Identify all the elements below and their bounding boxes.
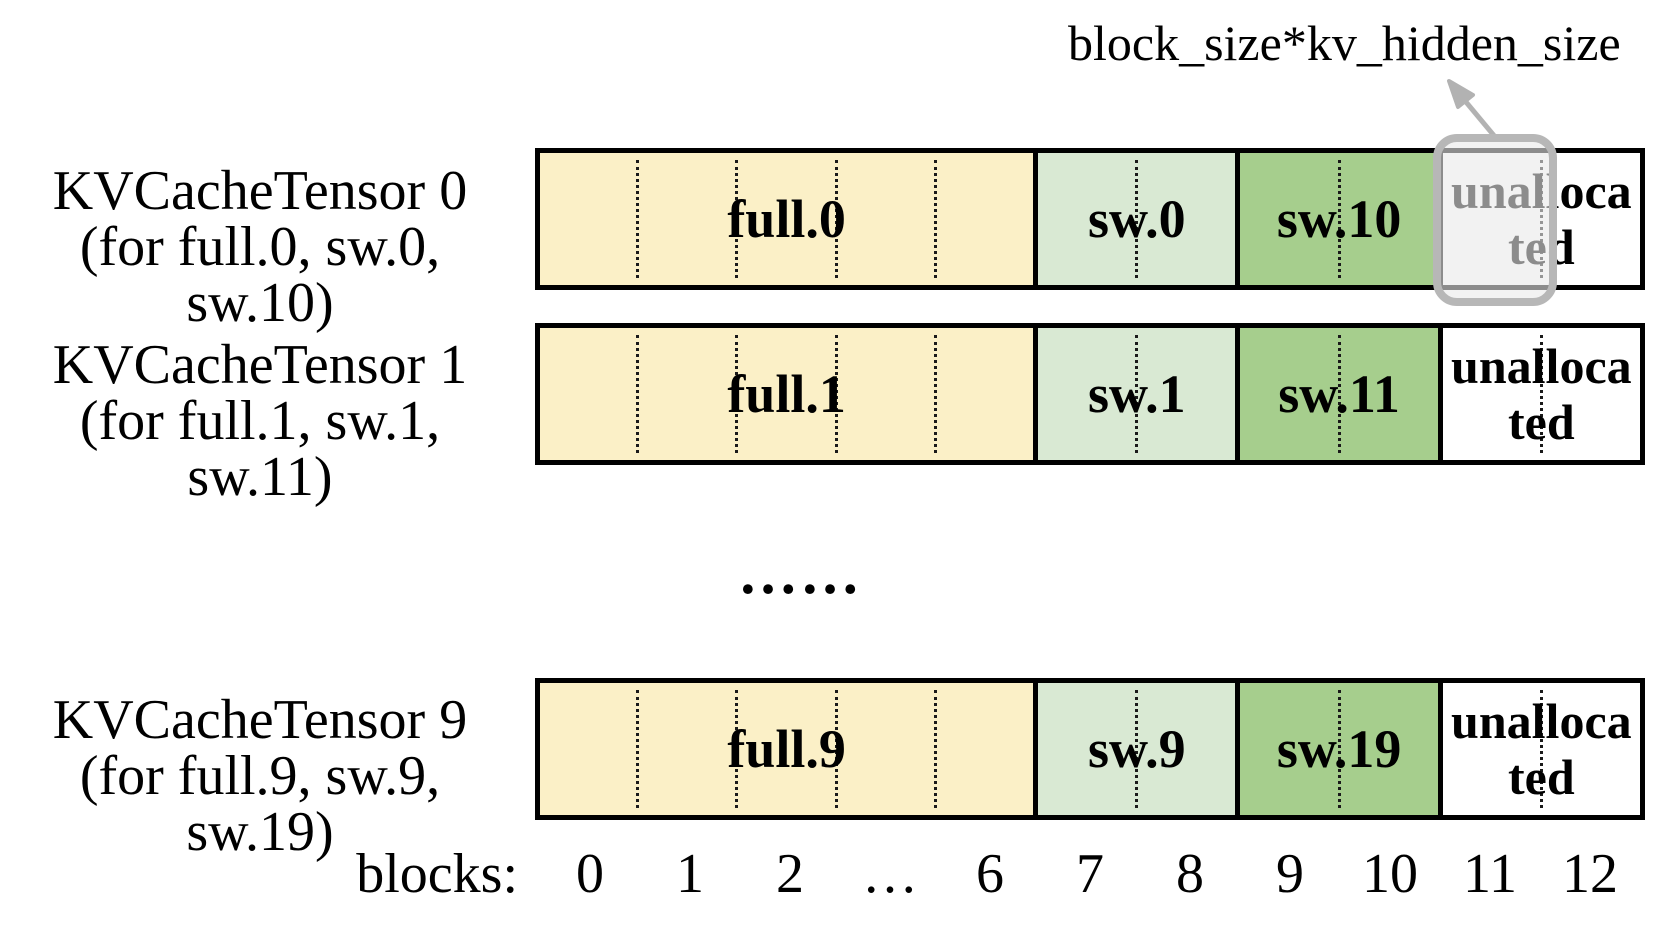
tensor-9-subtitle: (for full.9, sw.9, sw.19) [79, 745, 441, 863]
block-grid [540, 683, 1033, 815]
axis-tick: 8 [1176, 843, 1204, 905]
blocks-axis-label: blocks: [356, 843, 518, 905]
block-grid [1038, 328, 1235, 460]
tensor-0-title: KVCacheTensor 0 [52, 160, 468, 222]
tensor-9-segment-sw-dark: sw.19 [1235, 683, 1438, 815]
segment-label: unallocated [1451, 338, 1632, 450]
tensor-0-label: KVCacheTensor 0 (for full.0, sw.0, sw.10… [6, 163, 514, 331]
axis-tick: 11 [1463, 843, 1517, 905]
tensor-1-bar: full.1 sw.1 sw.11 unallocated [535, 323, 1645, 465]
tensor-9-bar: full.9 sw.9 sw.19 unallocated [535, 678, 1645, 820]
axis-tick: 10 [1362, 843, 1418, 905]
block-grid [1443, 328, 1640, 460]
segment-label: sw.1 [1088, 364, 1186, 424]
segment-label: sw.9 [1088, 719, 1186, 779]
block-grid [1240, 153, 1437, 285]
axis-tick: 6 [976, 843, 1004, 905]
tensor-0-segment-sw: sw.0 [1033, 153, 1236, 285]
block-grid [1240, 683, 1437, 815]
axis-tick: 9 [1276, 843, 1304, 905]
blocks-axis-ticks: 0 1 2 … 6 7 8 9 10 11 12 [540, 845, 1640, 903]
tensor-9-segment-unallocated: unallocated [1437, 683, 1640, 815]
axis-tick: 1 [676, 843, 704, 905]
tensor-1-segment-sw: sw.1 [1033, 328, 1236, 460]
segment-label: unallocated [1451, 693, 1632, 805]
tensor-9-segment-full: full.9 [540, 683, 1034, 815]
axis-tick: … [862, 843, 918, 905]
block-grid [540, 153, 1033, 285]
segment-label: sw.0 [1088, 189, 1186, 249]
tensor-1-title: KVCacheTensor 1 [52, 334, 468, 396]
axis-tick: 12 [1562, 843, 1618, 905]
block-grid [1038, 153, 1235, 285]
block-grid [1443, 683, 1640, 815]
block-grid [1038, 683, 1235, 815]
segment-label: sw.11 [1278, 364, 1400, 424]
tensor-1-segment-sw-dark: sw.11 [1235, 328, 1438, 460]
segment-label: full.1 [727, 364, 846, 424]
axis-tick: 7 [1076, 843, 1104, 905]
tensor-9-segment-sw: sw.9 [1033, 683, 1236, 815]
tensor-0-segment-full: full.0 [540, 153, 1034, 285]
tensor-9-label: KVCacheTensor 9 (for full.9, sw.9, sw.19… [6, 692, 514, 860]
tensor-9-title: KVCacheTensor 9 [52, 689, 468, 751]
axis-tick: 2 [776, 843, 804, 905]
highlighted-block-outline [1433, 134, 1557, 306]
tensor-1-label: KVCacheTensor 1 (for full.1, sw.1, sw.11… [6, 337, 514, 505]
block-grid [540, 328, 1033, 460]
segment-label: full.0 [727, 189, 846, 249]
block-grid [1240, 328, 1437, 460]
block-size-annotation: block_size*kv_hidden_size [1068, 15, 1621, 71]
segment-label: sw.19 [1276, 719, 1402, 779]
segment-label: full.9 [727, 719, 846, 779]
tensor-0-segment-sw-dark: sw.10 [1235, 153, 1438, 285]
rows-ellipsis: …… [738, 540, 862, 606]
segment-label: sw.10 [1276, 189, 1402, 249]
tensor-1-segment-full: full.1 [540, 328, 1034, 460]
tensor-1-segment-unallocated: unallocated [1437, 328, 1640, 460]
tensor-1-subtitle: (for full.1, sw.1, sw.11) [79, 390, 441, 508]
tensor-0-subtitle: (for full.0, sw.0, sw.10) [79, 216, 441, 334]
axis-tick: 0 [576, 843, 604, 905]
